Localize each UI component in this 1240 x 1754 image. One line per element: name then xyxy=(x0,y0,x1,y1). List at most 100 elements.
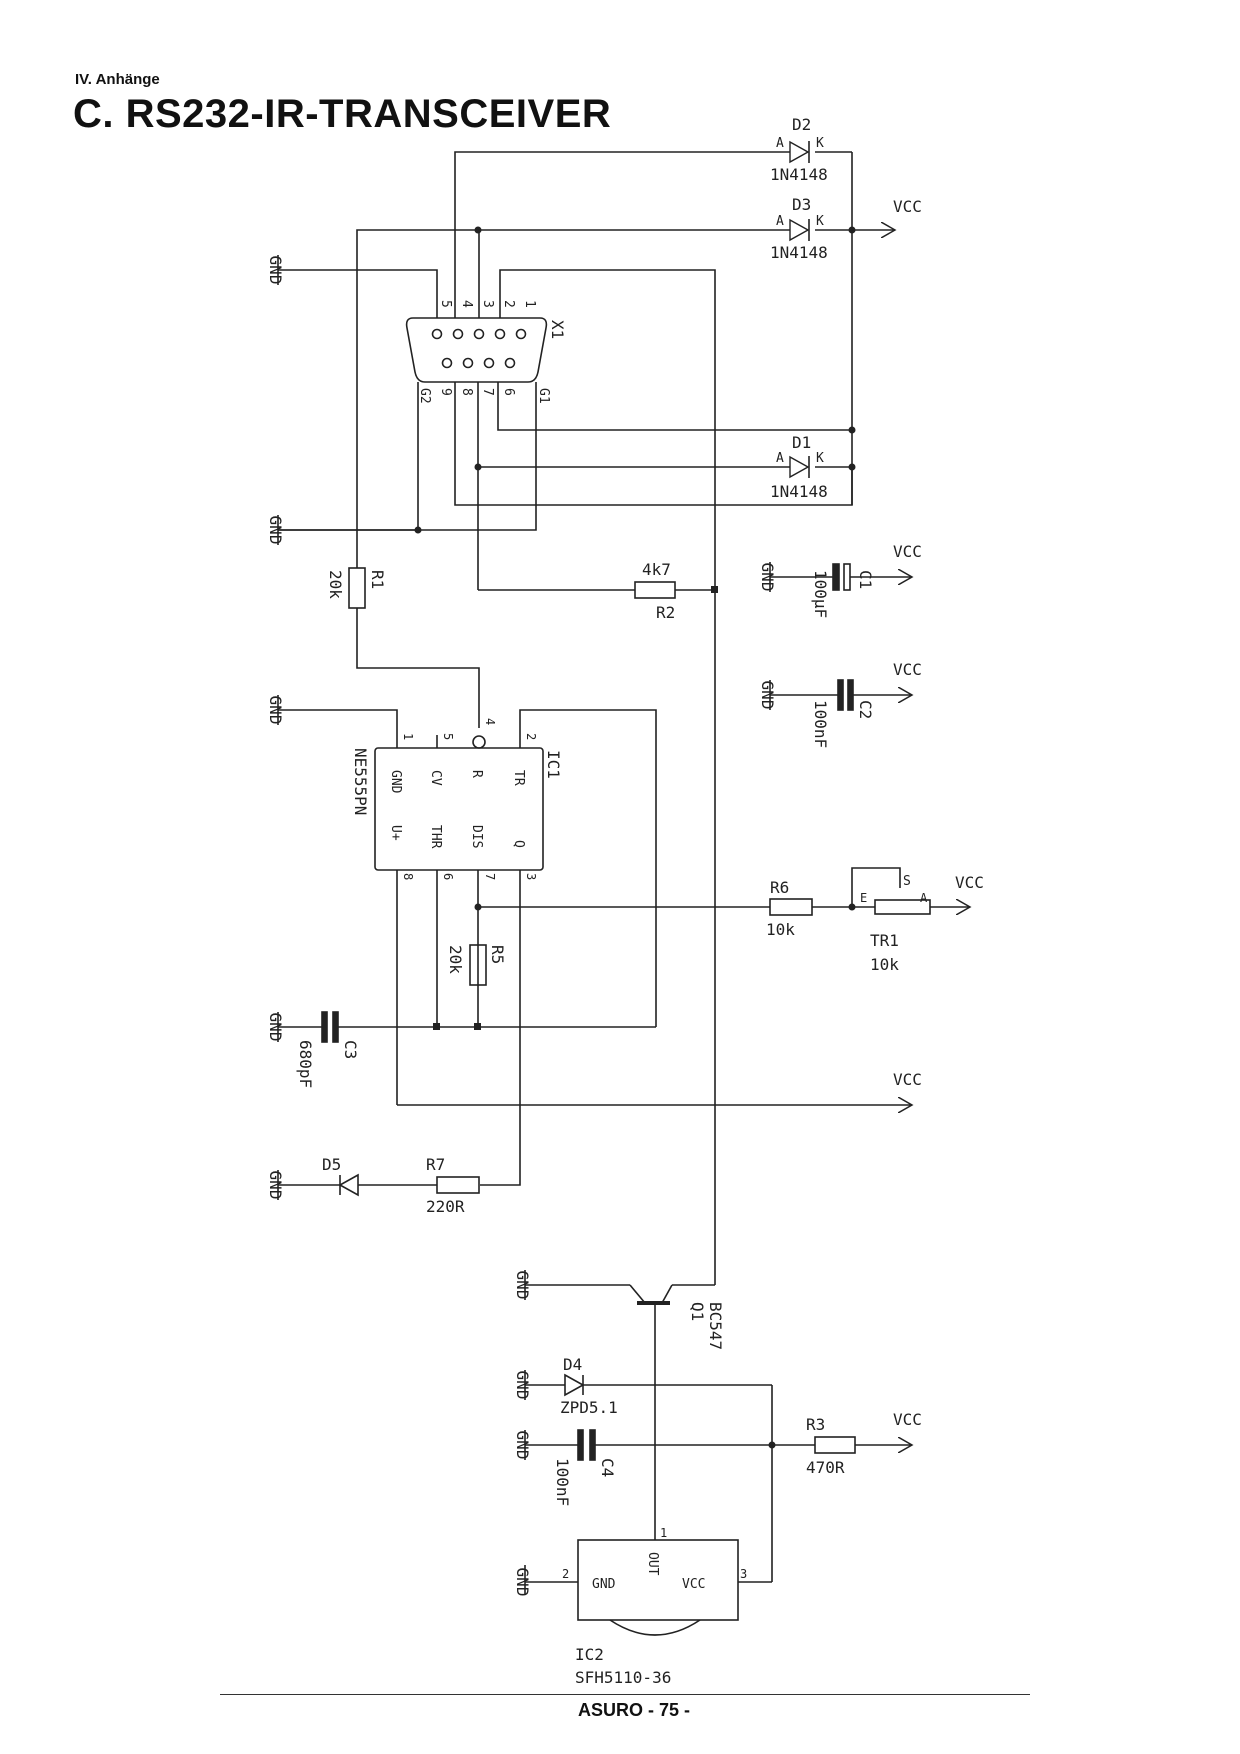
ic1-pin: 7 xyxy=(483,873,497,880)
gnd-label: GND xyxy=(266,256,285,285)
x1-pin: 4 xyxy=(459,300,474,308)
ic1-pin-label: THR xyxy=(428,825,443,849)
x1-g1: G1 xyxy=(536,388,551,404)
cathode-label: K xyxy=(816,136,824,151)
c4-label: C4 xyxy=(598,1458,617,1477)
c1-value: 100µF xyxy=(811,570,830,618)
page-title: C. RS232-IR-TRANSCEIVER xyxy=(73,92,612,136)
ic1-pin-label: DIS xyxy=(469,825,484,848)
ic2-pin: 2 xyxy=(562,1567,569,1581)
d3-value: 1N4148 xyxy=(770,243,828,262)
ic2-type: SFH5110-36 xyxy=(575,1668,671,1687)
c3-value: 680pF xyxy=(296,1040,315,1088)
r7-value: 220R xyxy=(426,1197,465,1216)
tr1-value: 10k xyxy=(870,955,899,974)
cathode-label: K xyxy=(816,451,824,466)
vcc-label: VCC xyxy=(893,197,922,216)
footer-rule xyxy=(220,1694,1030,1695)
anode-label: A xyxy=(776,136,784,151)
ic1-pin-label: R xyxy=(469,770,484,778)
r3-label: R3 xyxy=(806,1415,825,1434)
d5-label: D5 xyxy=(322,1155,341,1174)
d2-label: D2 xyxy=(792,115,811,134)
c1-label: C1 xyxy=(856,570,875,589)
vcc-label: VCC xyxy=(955,873,984,892)
ic1-pin: 1 xyxy=(401,733,415,740)
vcc-label: VCC xyxy=(893,1070,922,1089)
ic1-pin: 3 xyxy=(524,873,538,880)
ic2-pin-label: OUT xyxy=(645,1552,660,1576)
d1-label: D1 xyxy=(792,433,811,452)
ic2-pin-label: GND xyxy=(592,1577,616,1592)
gnd-label: GND xyxy=(266,696,285,725)
x1-pin: 7 xyxy=(480,388,495,396)
x1-label: X1 xyxy=(548,320,567,339)
d1-value: 1N4148 xyxy=(770,482,828,501)
ic1-pin: 2 xyxy=(524,733,538,740)
anode-label: A xyxy=(776,451,784,466)
section-label: IV. Anhänge xyxy=(75,71,160,88)
r5-value: 20k xyxy=(446,945,465,974)
ic1-label: IC1 xyxy=(544,750,563,779)
gnd-label: GND xyxy=(513,1371,532,1400)
ic1-pin: 5 xyxy=(441,733,455,740)
ic1-type: NE555PN xyxy=(351,748,370,815)
c3-label: C3 xyxy=(341,1040,360,1059)
vcc-label: VCC xyxy=(893,660,922,679)
r1-label: R1 xyxy=(368,570,387,589)
cathode-label: K xyxy=(816,214,824,229)
x1-pin: 3 xyxy=(480,300,495,308)
vcc-label: VCC xyxy=(893,1410,922,1429)
r5-label: R5 xyxy=(488,945,507,964)
x1-pin: 2 xyxy=(501,300,516,308)
x1-pin: 1 xyxy=(522,300,537,308)
tr1-label: TR1 xyxy=(870,931,899,950)
anode-label: A xyxy=(776,214,784,229)
ic2-pin: 3 xyxy=(740,1567,747,1581)
r7-label: R7 xyxy=(426,1155,445,1174)
d4-value: ZPD5.1 xyxy=(560,1398,618,1417)
x1-pin: 5 xyxy=(438,300,453,308)
r6-label: R6 xyxy=(770,878,789,897)
gnd-label: GND xyxy=(266,1171,285,1200)
ic2-pin-label: VCC xyxy=(682,1577,705,1592)
tr1-pin: E xyxy=(860,891,867,905)
gnd-label: GND xyxy=(513,1568,532,1597)
gnd-label: GND xyxy=(513,1271,532,1300)
ic1-pin: 4 xyxy=(483,718,497,725)
gnd-label: GND xyxy=(758,681,777,710)
x1-pin: 9 xyxy=(438,388,453,396)
d2-value: 1N4148 xyxy=(770,165,828,184)
x1-g2: G2 xyxy=(417,388,432,404)
vcc-label: VCC xyxy=(893,542,922,561)
ic1-pin-label: CV xyxy=(428,770,443,786)
ic1-pin-label: TR xyxy=(511,770,526,786)
q1-type: BC547 xyxy=(706,1302,725,1350)
ic1-pin-label: Q xyxy=(511,840,526,848)
ic2-label: IC2 xyxy=(575,1645,604,1664)
gnd-label: GND xyxy=(513,1431,532,1460)
page-footer: ASURO - 75 - xyxy=(577,1700,691,1720)
r2-label: R2 xyxy=(656,603,675,622)
x1-pin: 8 xyxy=(459,388,474,396)
gnd-label: GND xyxy=(266,516,285,545)
tr1-pin: A xyxy=(920,891,928,905)
r6-value: 10k xyxy=(766,920,795,939)
ic1-pin-label: GND xyxy=(388,770,403,794)
r2-value: 4k7 xyxy=(642,560,671,579)
r3-value: 470R xyxy=(806,1458,845,1477)
r1-value: 20k xyxy=(326,570,345,599)
q1-label: Q1 xyxy=(688,1302,707,1321)
ic1-pin: 8 xyxy=(401,873,415,880)
c2-value: 100nF xyxy=(811,700,830,748)
ic1-pin-label: U+ xyxy=(388,825,403,841)
x1-pin: 6 xyxy=(501,388,516,396)
c4-value: 100nF xyxy=(553,1458,572,1506)
gnd-label: GND xyxy=(758,563,777,592)
tr1-pin: S xyxy=(903,874,911,889)
gnd-label: GND xyxy=(266,1013,285,1042)
c2-label: C2 xyxy=(856,700,875,719)
ic2-pin: 1 xyxy=(660,1526,667,1540)
d4-label: D4 xyxy=(563,1355,582,1374)
